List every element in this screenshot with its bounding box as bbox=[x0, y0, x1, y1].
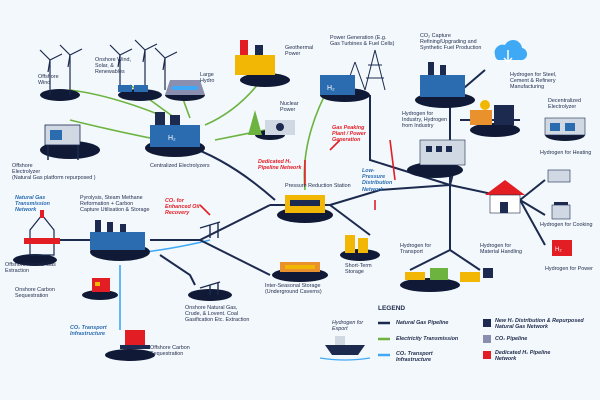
tank-icon bbox=[345, 235, 368, 253]
smr-factory-icon bbox=[90, 220, 145, 250]
dam-icon bbox=[165, 80, 205, 95]
label-power-generation: Power Generation (E.g. Gas Turbines & Fu… bbox=[330, 35, 395, 48]
platform-icon bbox=[44, 124, 81, 160]
truck-icon bbox=[460, 268, 493, 282]
oil-rig-icon bbox=[24, 210, 60, 256]
label-pressure-reduction: Pressure Reduction Station bbox=[285, 183, 351, 189]
nuclear-plant-icon bbox=[248, 110, 295, 135]
legend-swatch-h2-dedicated bbox=[483, 351, 491, 359]
legend-item-co2-pipeline: CO₂ Pipeline bbox=[495, 336, 528, 342]
h2-pipelines bbox=[199, 139, 396, 216]
label-co2-eor: CO₂ for Enhanced Oil Recovery bbox=[165, 198, 200, 217]
label-low-pressure: Low-Pressure Distribution Network bbox=[362, 168, 393, 193]
label-h2-transport: Hydrogen for Transport bbox=[400, 243, 432, 256]
legend-item-gas: Natural Gas Pipeline bbox=[396, 320, 449, 326]
ship-icon bbox=[319, 336, 371, 361]
label-offshore-carbon: Offshore Carbon Sequestration bbox=[150, 345, 190, 358]
wind-turbine-icon bbox=[39, 39, 178, 95]
pumpjack-icon bbox=[199, 221, 221, 295]
label-h2-steel: Hydrogen for Steel, Cement & Refinery Ma… bbox=[510, 72, 557, 91]
legend-item-h2-dedicated: Dedicated H₂ Pipeline Network bbox=[495, 350, 551, 362]
offshore-storage-icon bbox=[120, 330, 150, 349]
label-pyrolysis: Pyrolysis, Steam Methane Reformation + C… bbox=[80, 195, 150, 214]
label-onshore-ng: Onshore Natural Gas, Crude, & Lovent. Co… bbox=[185, 305, 250, 324]
legend-item-electric: Electricity Transmission bbox=[396, 336, 459, 342]
label-dedicated-pipeline: Dedicated H₂ Pipeline Network bbox=[258, 159, 302, 172]
label-h2-material: Hydrogen for Material Handling bbox=[480, 243, 522, 256]
legend-swatch-gas bbox=[378, 321, 390, 325]
label-ng-transmission: Natural Gas Transmission Network bbox=[15, 195, 50, 214]
legend-swatch-co2-pipeline bbox=[483, 335, 491, 343]
label-h2-cooking: Hydrogen for Cooking bbox=[540, 222, 593, 228]
geothermal-icon bbox=[235, 40, 275, 75]
label-large-hydro: Large Hydro bbox=[200, 72, 215, 85]
legend: LEGEND Natural Gas Pipeline Electricity … bbox=[378, 305, 600, 373]
decentralized-electrolyzer-icon bbox=[544, 117, 586, 136]
cavern-icon bbox=[280, 262, 320, 272]
pressure-station-icon bbox=[285, 195, 325, 213]
legend-item-h2-network: New H₂ Distribution & Repurposed Natural… bbox=[495, 318, 584, 330]
label-inter-seasonal: Inter-Seasonal Storage (Underground Cave… bbox=[265, 283, 322, 296]
label-nuclear: Nuclear Power bbox=[280, 101, 299, 114]
legend-title: LEGEND bbox=[378, 305, 406, 312]
house-icon bbox=[485, 180, 525, 214]
label-onshore-carbon: Onshore Carbon Sequestration bbox=[15, 287, 55, 300]
legend-item-co2-transport: CO₂ Transport Infrastructure bbox=[396, 351, 433, 363]
label-offshore-electrolyzer: Offshore Electrolyzer (Natural Gas platf… bbox=[12, 163, 96, 182]
label-short-term: Short-Term Storage bbox=[345, 263, 372, 276]
svg-text:H₂: H₂ bbox=[168, 135, 176, 142]
label-centralized-electrolyzers: Centralized Electrolyzers bbox=[150, 163, 210, 169]
label-h2-export: Hydrogen for Export bbox=[332, 320, 364, 333]
label-co2-capture: CO₂ Capture Refining/Upgrading and Synth… bbox=[420, 33, 482, 52]
label-decentralized-electrolyzer: Decentralized Electrolyzer bbox=[548, 98, 581, 111]
generator-icon: H₂ bbox=[552, 240, 572, 256]
label-onshore-wind: Onshore Wind, Solar, & Renewables bbox=[95, 57, 131, 76]
label-offshore-wind: Offshore Wind bbox=[38, 74, 59, 87]
label-h2-power: Hydrogen for Power bbox=[545, 266, 593, 272]
label-h2-industry: Hydrogen for Industry, Hydrogen from Ind… bbox=[402, 111, 448, 130]
legend-swatch-h2-network bbox=[483, 319, 491, 327]
steel-mill-icon bbox=[470, 100, 514, 125]
legend-swatch-co2-transport bbox=[378, 353, 390, 357]
svg-text:H₂: H₂ bbox=[555, 247, 562, 253]
power-plant-icon: H₂ bbox=[320, 75, 355, 95]
industry-building-icon bbox=[419, 139, 466, 166]
label-offshore-ng: Offshore Natural Gas Extraction bbox=[5, 262, 56, 275]
carbon-storage-icon bbox=[92, 278, 110, 292]
heater-icon bbox=[547, 169, 571, 183]
label-gas-peaking: Gas Peaking Plant / Power Generation bbox=[332, 125, 366, 144]
cloud-icon bbox=[494, 40, 528, 64]
legend-swatch-electric bbox=[378, 337, 390, 341]
solar-panel-icon bbox=[118, 85, 148, 92]
car-icon bbox=[405, 268, 448, 280]
stove-icon bbox=[551, 202, 571, 220]
electrolyzer-building-icon: H₂ bbox=[150, 112, 200, 147]
svg-text:H₂: H₂ bbox=[327, 85, 335, 92]
label-h2-heating: Hydrogen for Heating bbox=[540, 150, 592, 156]
label-geothermal: Geothermal Power bbox=[285, 45, 314, 58]
factory-icon bbox=[420, 62, 465, 97]
label-co2-transport: CO₂ Transport Infrastructure bbox=[70, 325, 107, 338]
